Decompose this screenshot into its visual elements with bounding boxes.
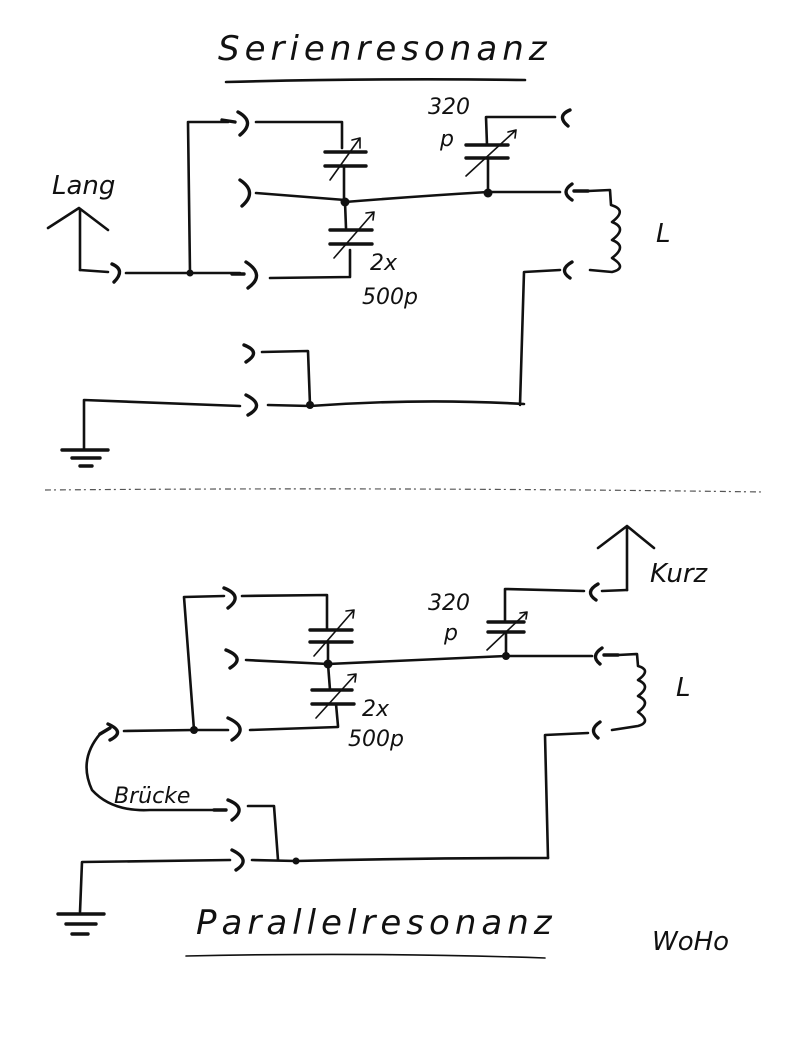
dual-capacitor-value-label: 500p	[362, 285, 418, 310]
wire	[260, 349, 312, 407]
junction-dot	[306, 401, 314, 409]
inductor-coil-icon	[586, 188, 622, 274]
ground-icon	[60, 448, 110, 468]
socket-coil-bottom	[562, 260, 574, 280]
wire	[248, 725, 340, 732]
wire	[122, 728, 230, 733]
antenna-icon	[46, 206, 110, 272]
socket-bridge-bottom	[226, 798, 241, 822]
wire	[82, 398, 242, 452]
socket-top	[222, 586, 237, 610]
series-title-underline	[224, 78, 527, 84]
socket-antenna	[588, 582, 600, 602]
wire	[254, 191, 347, 202]
bridge-label: Brücke	[114, 784, 190, 809]
wire	[343, 190, 562, 204]
wire	[250, 856, 550, 863]
plug-pin	[98, 726, 112, 736]
socket-bridge-top	[106, 722, 120, 742]
wire	[78, 268, 110, 274]
series-antenna-label: Lang	[52, 171, 115, 201]
inductor-label: L	[676, 673, 691, 703]
wire	[518, 268, 562, 407]
inductor-coil-icon	[610, 652, 647, 732]
dual-capacitor-count-label: 2x	[370, 251, 398, 276]
socket-bottom	[226, 716, 242, 742]
variable-capacitor-icon	[486, 611, 528, 658]
parallel-antenna-label: Kurz	[650, 559, 709, 589]
ground-icon	[56, 912, 106, 936]
socket-ground-upper	[242, 343, 256, 364]
wire	[240, 593, 329, 630]
trim-capacitor-value-label: 320	[428, 591, 470, 616]
parallel-title-underline	[185, 953, 546, 959]
trim-capacitor-unit-label: p	[439, 127, 454, 152]
variable-capacitor-icon	[328, 200, 375, 259]
socket-middle	[224, 648, 239, 670]
socket-bottom	[244, 260, 259, 290]
socket-coil-top	[593, 646, 604, 666]
wire	[186, 120, 230, 275]
dual-capacitor-value-label: 500p	[348, 727, 404, 752]
author-signature: WoHo	[652, 927, 729, 957]
antenna-icon	[596, 524, 656, 592]
socket-top	[236, 110, 250, 137]
dual-capacitor-count-label: 2x	[362, 697, 390, 722]
bridge-wire	[85, 732, 222, 812]
socket-ground-lower	[244, 393, 259, 417]
socket-ground	[230, 848, 245, 872]
plug-pin	[220, 118, 237, 124]
section-divider	[44, 488, 766, 493]
wire	[254, 120, 344, 150]
junction-dot	[292, 857, 300, 865]
variable-capacitor-icon	[323, 137, 368, 202]
trim-capacitor-value-label: 320	[428, 95, 470, 120]
variable-capacitor-icon	[464, 115, 557, 195]
socket-antenna	[110, 262, 122, 284]
trim-capacitor-unit-label: p	[443, 621, 458, 646]
wire	[600, 588, 629, 593]
parallel-title: Parallelresonanz	[196, 903, 557, 943]
wire	[266, 400, 526, 408]
socket-middle	[238, 178, 252, 208]
socket-trim-output	[560, 108, 572, 128]
wire	[244, 654, 594, 666]
wire	[182, 594, 226, 732]
socket-coil-top	[564, 182, 574, 202]
variable-capacitor-icon	[310, 662, 357, 728]
socket-coil-bottom	[591, 720, 602, 740]
wire	[503, 587, 586, 622]
series-resonance-circuit: Serienresonanz Lang	[46, 29, 671, 468]
parallel-resonance-circuit: Kurz 320 p 2x 500p	[56, 524, 709, 959]
wire	[543, 731, 590, 860]
inductor-label: L	[656, 219, 671, 249]
variable-capacitor-icon	[308, 609, 355, 664]
wire	[246, 804, 280, 862]
wire	[78, 858, 232, 914]
series-title: Serienresonanz	[218, 29, 552, 69]
wire	[268, 248, 352, 280]
